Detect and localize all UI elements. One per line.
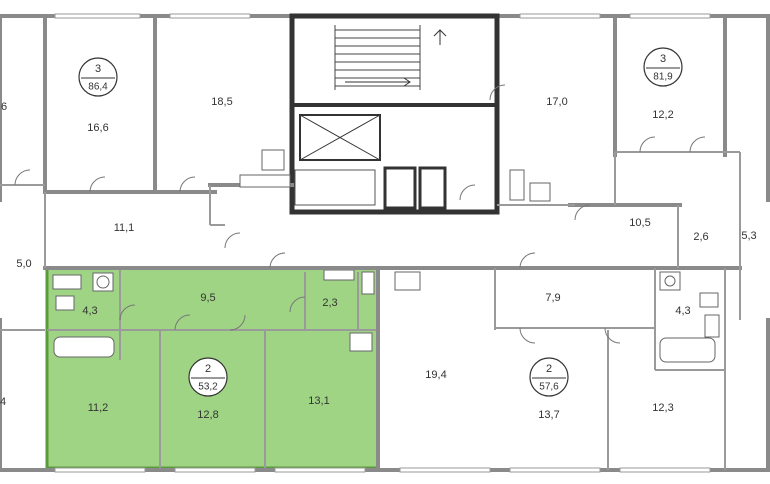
- room-area-label: 12,8: [197, 409, 218, 421]
- room-area-label: 19,4: [425, 369, 446, 381]
- upper-left-walls: [0, 14, 157, 331]
- washer-drum-icon: [664, 275, 676, 287]
- room-area-label: 5,0: [16, 258, 31, 270]
- room-area-label: 18,5: [211, 96, 232, 108]
- doors: [14, 84, 706, 344]
- sink-icon: [52, 274, 82, 290]
- room-area-label: 9,5: [200, 292, 215, 304]
- room-area-label: 4,3: [82, 305, 97, 317]
- room-area-label: 12,3: [652, 402, 673, 414]
- apartment-badge-selected[interactable]: 2 53,2: [188, 357, 228, 397]
- sink-icon: [361, 271, 375, 295]
- room-area-label: 4: [0, 396, 6, 408]
- upper-right-walls: [497, 14, 741, 320]
- kitchen-counter-icon: [239, 174, 291, 188]
- room-area-label: 6: [1, 101, 7, 113]
- toilet-icon: [55, 295, 75, 311]
- room-area-label: 13,1: [308, 395, 329, 407]
- washer-drum-icon: [96, 275, 110, 289]
- room-area-label: 7,9: [545, 292, 560, 304]
- fridge-icon: [509, 169, 525, 201]
- apartment-rooms: 2: [205, 363, 211, 375]
- upper-middle-walls: [208, 149, 294, 226]
- bathtub-icon: [659, 337, 716, 363]
- shower-icon: [349, 332, 373, 352]
- room-area-label: 2,6: [693, 231, 708, 243]
- staircase-icon: [334, 25, 447, 90]
- room-area-label: 11,1: [114, 222, 135, 234]
- bathtub-icon: [53, 336, 115, 358]
- apartment-badge-right-top[interactable]: 3 81,9: [643, 47, 683, 87]
- sink-icon: [704, 314, 720, 338]
- lower-right-walls: [376, 266, 726, 472]
- room-area-label: 4,3: [675, 305, 690, 317]
- apartment-rooms: 2: [546, 363, 552, 375]
- apartment-area: 57,6: [539, 382, 559, 393]
- stove-icon: [529, 182, 551, 202]
- sink-icon: [394, 271, 421, 291]
- room-area-label: 13,7: [538, 409, 559, 421]
- apartment-badge-right-bottom[interactable]: 2 57,6: [529, 357, 569, 397]
- room-area-label: 16,6: [87, 122, 108, 134]
- room-area-label: 17,0: [546, 96, 567, 108]
- corridor-walls: [43, 190, 742, 330]
- apartment-area: 53,2: [198, 382, 218, 393]
- stair-core: [289, 13, 500, 215]
- apartment-area: 81,9: [653, 72, 673, 83]
- room-area-label: 11,2: [88, 402, 109, 414]
- apartment-area: 86,4: [88, 82, 108, 93]
- room-area-label: 10,5: [629, 217, 650, 229]
- room-area-label: 2,3: [322, 297, 337, 309]
- room-area-label: 5,3: [741, 230, 756, 242]
- room-area-label: 12,2: [652, 109, 673, 121]
- apartment-badge-left-top[interactable]: 3 86,4: [78, 57, 118, 97]
- apartment-rooms: 3: [660, 53, 666, 65]
- stove-icon: [261, 149, 285, 171]
- kitchen-counter-icon: [323, 269, 355, 281]
- selected-apartment[interactable]: [45, 266, 380, 470]
- room-labels: 6 16,6 18,5 17,0 12,2 11,1 5,0 10,5 2,6 …: [0, 96, 757, 421]
- apartment-rooms: 3: [95, 63, 101, 75]
- toilet-icon: [699, 292, 719, 308]
